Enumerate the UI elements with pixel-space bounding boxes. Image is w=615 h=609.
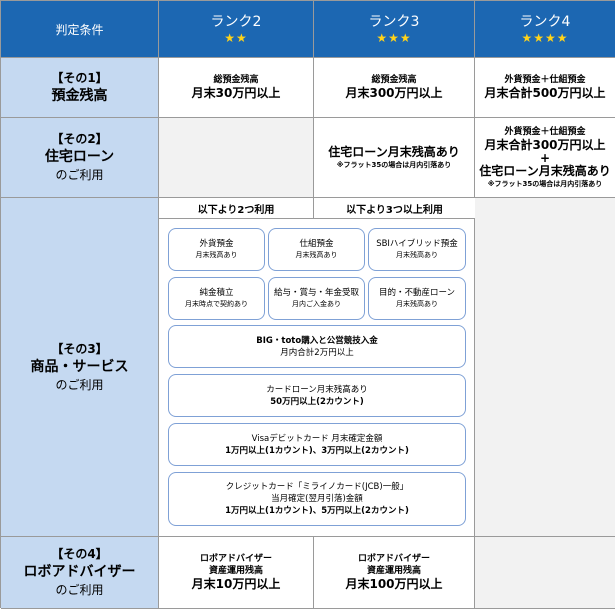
service-purpose-loan: 目的・不動産ローン 月末残高あり — [368, 277, 466, 320]
row2-rank3: 住宅ローン月末残高あり ※フラット35の場合は月内引落あり — [314, 118, 475, 198]
row2-rank4-value1: 月末合計300万円以上 — [484, 138, 606, 152]
row1-rank4: 外貨預金＋仕組預金 月末合計500万円以上 — [475, 58, 615, 118]
service-condition: 月末残高あり — [195, 251, 238, 259]
row4-rank4-empty — [475, 537, 615, 609]
row2-sub: のご利用 — [55, 168, 104, 182]
row4-rank2-value: 月末10万円以上 — [191, 577, 281, 591]
rank3-stars: ★★★ — [376, 31, 412, 45]
rank2-stars: ★★ — [224, 31, 248, 45]
row1-rank4-caption: 外貨預金＋仕組預金 — [504, 75, 586, 85]
row3-rank3-sublabel: 以下より3つ以上利用 — [314, 198, 475, 219]
header-rank3: ランク3 ★★★ — [314, 1, 475, 58]
rank4-label: ランク4 — [519, 14, 571, 30]
row4-name: ロボアドバイザー — [23, 564, 136, 580]
row2-rank4-caption: 外貨預金＋仕組預金 — [504, 127, 586, 137]
header-criteria: 判定条件 — [1, 1, 159, 58]
service-salary-receipt: 給与・賞与・年金受取 月内ご入金あり — [268, 277, 365, 320]
row4-label: 【その4】 ロボアドバイザー のご利用 — [1, 537, 159, 609]
service-condition: 月内合計2万円以上 — [280, 347, 354, 358]
row1-rank4-value: 月末合計500万円以上 — [484, 86, 606, 100]
row2-name: 住宅ローン — [44, 149, 115, 165]
service-condition: 月末残高あり — [295, 251, 338, 259]
row4-rank3-value: 月末100万円以上 — [345, 577, 443, 591]
service-condition: 月末時点で契約あり — [185, 300, 248, 308]
service-visa-debit: Visaデビットカード 月末確定金額 1万円以上(1カウント)、3万円以上(2カ… — [168, 423, 466, 466]
rank4-stars: ★★★★ — [521, 31, 569, 45]
service-condition: 月内ご入金あり — [292, 300, 341, 308]
service-title: 仕組預金 — [299, 239, 334, 249]
row1-rank2-caption: 総預金残高 — [213, 75, 259, 85]
row1-rank3-value: 月末300万円以上 — [345, 86, 443, 100]
row2-number: 【その2】 — [51, 132, 108, 146]
row2-rank2-empty — [159, 118, 314, 198]
service-structured-deposit: 仕組預金 月末残高あり — [268, 228, 365, 271]
service-title: BIG・toto購入と公営競技入金 — [256, 335, 378, 346]
service-title: Visaデビットカード 月末確定金額 — [251, 433, 383, 444]
row4-rank3-caption2: 資産運用残高 — [366, 566, 421, 576]
service-condition: 月末残高あり — [396, 251, 438, 259]
service-condition: 1万円以上(1カウント)、3万円以上(2カウント) — [225, 445, 409, 456]
row2-rank3-note: ※フラット35の場合は月内引落あり — [336, 161, 452, 169]
service-card-loan: カードローン月末残高あり 50万円以上(2カウント) — [168, 374, 466, 417]
row4-number: 【その4】 — [51, 547, 108, 561]
service-title: 純金積立 — [199, 288, 234, 298]
row1-rank3: 総預金残高 月末300万円以上 — [314, 58, 475, 118]
rank2-label: ランク2 — [210, 14, 262, 30]
row4-rank3: ロボアドバイザー 資産運用残高 月末100万円以上 — [314, 537, 475, 609]
header-criteria-label: 判定条件 — [55, 22, 104, 37]
service-condition: 月末残高あり — [396, 300, 438, 308]
row3-rank2-sublabel: 以下より2つ利用 — [159, 198, 314, 219]
row1-label: 【その1】 預金残高 — [1, 58, 159, 118]
row4-rank2-caption2: 資産運用残高 — [208, 566, 263, 576]
service-title: 目的・不動産ローン — [378, 288, 456, 298]
row1-name: 預金残高 — [51, 87, 108, 104]
row4-rank2: ロボアドバイザー 資産運用残高 月末10万円以上 — [159, 537, 314, 609]
service-hybrid-deposit: SBIハイブリッド預金 月末残高あり — [368, 228, 466, 271]
row1-rank2: 総預金残高 月末30万円以上 — [159, 58, 314, 118]
service-condition: 50万円以上(2カウント) — [270, 396, 364, 407]
row2-rank4-note: ※フラット35の場合は月内引落あり — [487, 180, 603, 188]
service-title: 外貨預金 — [199, 239, 234, 249]
row3-label: 【その3】 商品・サービス のご利用 — [1, 198, 159, 537]
service-big-toto: BIG・toto購入と公営競技入金 月内合計2万円以上 — [168, 325, 466, 368]
row3-sub: のご利用 — [55, 377, 104, 392]
row2-label: 【その2】 住宅ローン のご利用 — [1, 118, 159, 198]
row1-rank2-value: 月末30万円以上 — [191, 86, 281, 100]
row3-number: 【その3】 — [51, 341, 108, 356]
row4-rank2-caption1: ロボアドバイザー — [199, 554, 272, 564]
service-subtitle: 当月確定(翌月引落)金額 — [271, 494, 363, 504]
row2-rank4-value2: 住宅ローン月末残高あり — [479, 164, 611, 178]
row3-services-area — [159, 198, 475, 537]
header-rank2: ランク2 ★★ — [159, 1, 314, 58]
row2-rank3-value: 住宅ローン月末残高あり — [328, 145, 460, 159]
service-fx-deposit: 外貨預金 月末残高あり — [168, 228, 265, 271]
service-title: SBIハイブリッド預金 — [376, 239, 458, 249]
row1-number: 【その1】 — [51, 70, 108, 85]
header-rank4: ランク4 ★★★★ — [475, 1, 615, 58]
row4-rank3-caption1: ロボアドバイザー — [357, 554, 430, 564]
service-condition: 1万円以上(1カウント)、5万円以上(2カウント) — [225, 506, 409, 516]
row4-sub: のご利用 — [55, 583, 104, 597]
service-credit-card: クレジットカード「ミライノカード(JCB)一般」 当月確定(翌月引落)金額 1万… — [168, 472, 466, 526]
service-title: 給与・賞与・年金受取 — [273, 288, 359, 298]
row3-name: 商品・サービス — [30, 358, 129, 375]
row2-rank4-plus: + — [539, 151, 551, 165]
rank3-label: ランク3 — [368, 14, 420, 30]
service-title: カードローン月末残高あり — [266, 384, 368, 395]
service-gold-savings: 純金積立 月末時点で契約あり — [168, 277, 265, 320]
row3-rank4-empty — [475, 198, 615, 537]
row2-rank4: 外貨預金＋仕組預金 月末合計300万円以上 + 住宅ローン月末残高あり ※フラッ… — [475, 118, 615, 198]
row1-rank3-caption: 総預金残高 — [371, 75, 417, 85]
service-title: クレジットカード「ミライノカード(JCB)一般」 — [225, 482, 409, 492]
